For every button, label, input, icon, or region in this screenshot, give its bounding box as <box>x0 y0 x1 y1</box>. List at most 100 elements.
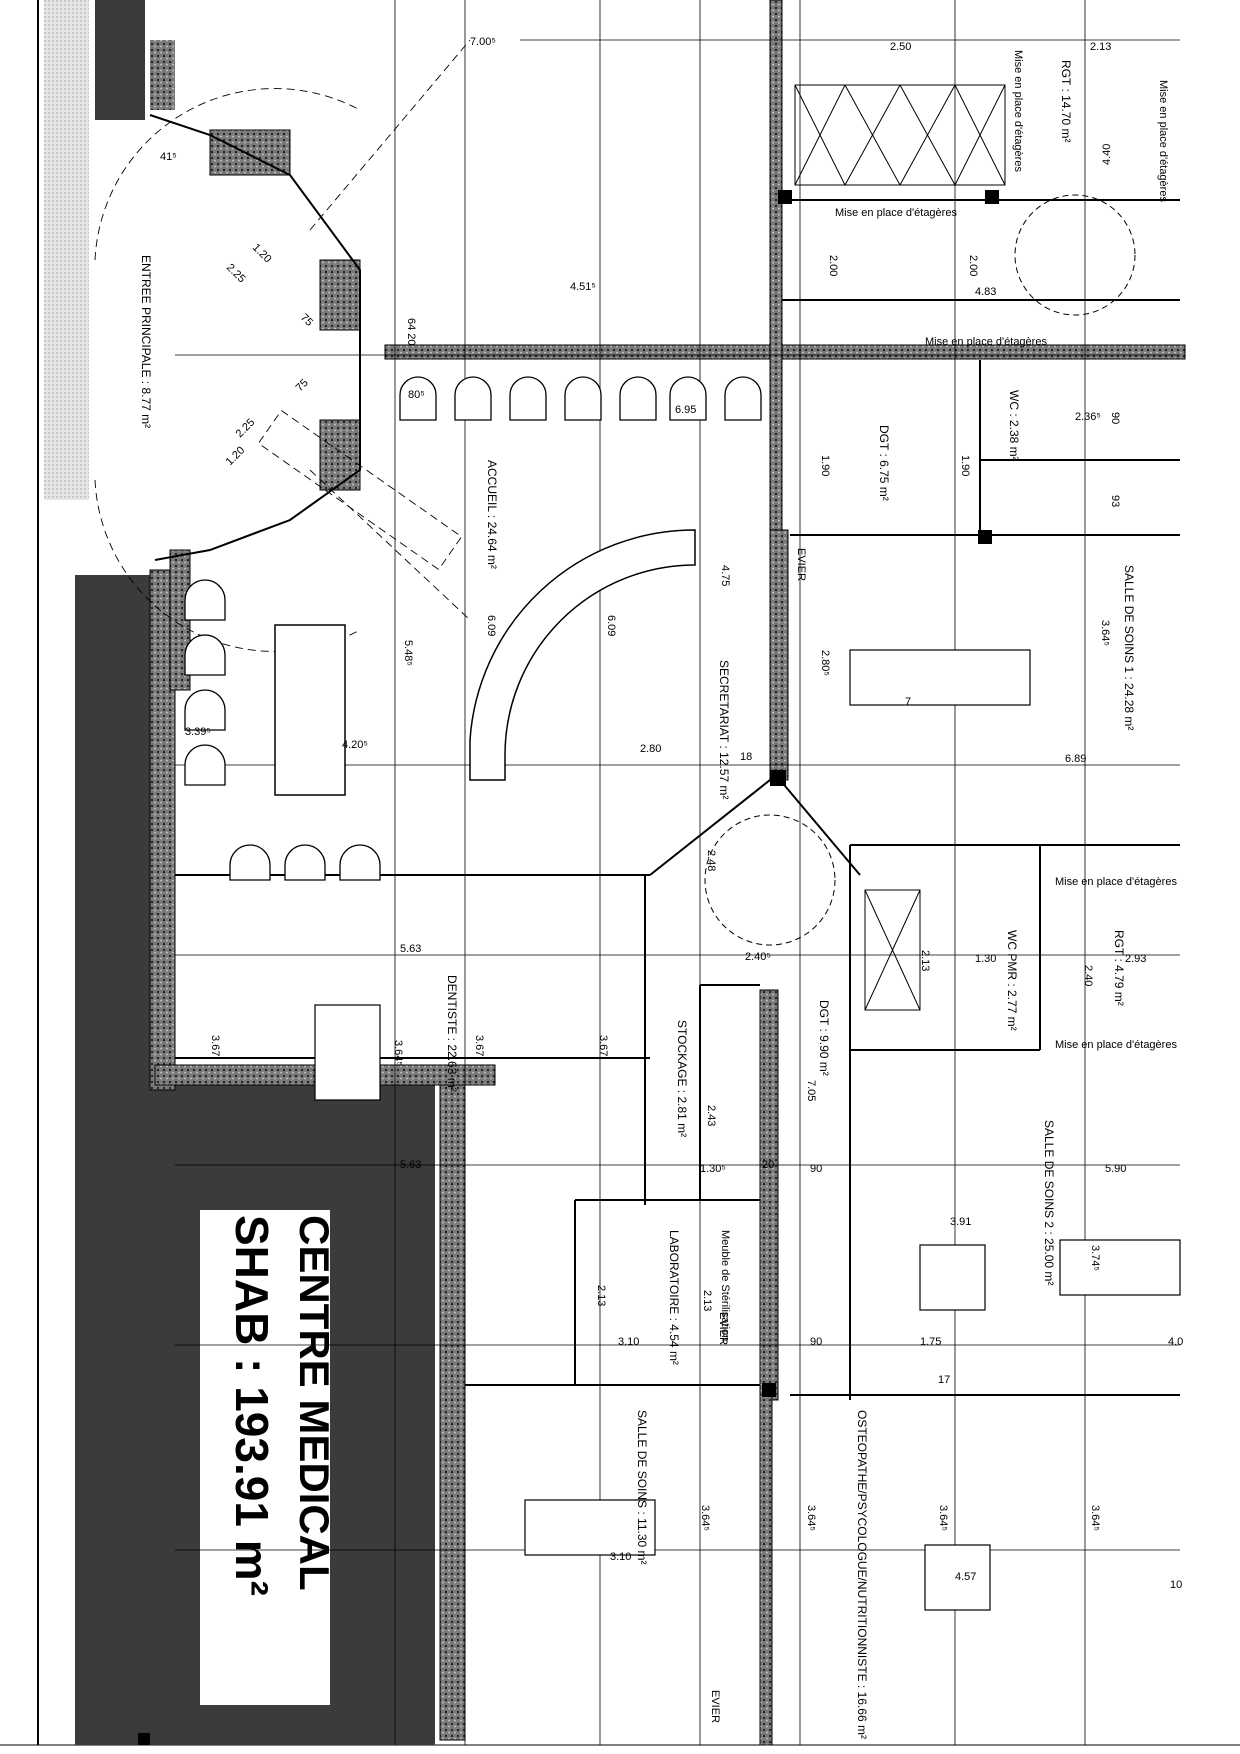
column-4 <box>770 770 786 786</box>
note-etageres-2: Mise en place d'étagères <box>1157 80 1169 202</box>
dim: 4.20⁵ <box>342 739 368 751</box>
dim: 5.90 <box>1105 1163 1126 1175</box>
room-label-dentiste: DENTISTE : 22.63 m² <box>445 975 459 1092</box>
room-label-laboratoire: LABORATOIRE : 4.54 m² <box>667 1230 681 1365</box>
dim: 3.39⁵ <box>185 726 211 738</box>
dim: 2.80 <box>640 743 661 755</box>
dim: 90 <box>1109 412 1121 424</box>
room-label-wc1: WC : 2.38 m² <box>1007 390 1021 461</box>
dim: 3.64⁵ <box>937 1505 949 1531</box>
corridor-chairs <box>399 376 762 421</box>
dim: 90 <box>810 1336 822 1348</box>
notes: Mise en place d'étagères Mise en place d… <box>709 50 1177 1723</box>
dim: 3.64⁵ <box>1099 620 1111 646</box>
dim: 1.30⁵ <box>700 1163 726 1175</box>
dim: 75 <box>294 377 311 394</box>
dim: 10 <box>1170 1579 1182 1591</box>
dim: 2.00 <box>827 255 839 276</box>
dim: 4.40 <box>1101 144 1113 165</box>
dim: 3.10 <box>618 1336 639 1348</box>
reception-counter <box>469 529 696 781</box>
title-block: CENTRE MEDICAL SHAB : 193.91 m² <box>226 1215 338 1596</box>
turning-circles <box>704 194 1136 946</box>
dim: 20 <box>762 1159 774 1171</box>
exam-tables <box>524 649 1181 1556</box>
dim: 4.57 <box>955 1571 976 1583</box>
note-evier-3: EVIER <box>709 1690 721 1723</box>
dim: 3.67 <box>209 1035 221 1056</box>
dim: 6.95 <box>675 404 696 416</box>
entrance-dashed <box>94 39 471 652</box>
dim: 6.09 <box>485 615 497 636</box>
dim: 2.36⁵ <box>1075 411 1101 423</box>
dim: 64 20 <box>405 318 417 346</box>
column-2 <box>985 190 999 204</box>
title-box <box>200 1210 330 1705</box>
dim: 4.75 <box>719 565 731 586</box>
dim: 1.75 <box>920 1336 941 1348</box>
dim: 3.64⁵ <box>805 1505 817 1531</box>
column-6 <box>138 1733 150 1745</box>
dim: 17 <box>938 1374 950 1386</box>
note-meuble: Meuble de Stérilisation <box>719 1230 731 1341</box>
dim: 4.51⁵ <box>570 281 596 293</box>
dim: 3.67 <box>473 1035 485 1056</box>
dim: 2.40 <box>1082 965 1094 986</box>
dim: 5.48⁵ <box>402 640 414 666</box>
dim: 4.0 <box>1168 1336 1183 1348</box>
dim: 7 <box>905 696 911 708</box>
dim: 2.13 <box>1090 41 1111 53</box>
dim: 75 <box>298 312 315 329</box>
facade-hatch-top <box>150 40 175 110</box>
dim: 4.83 <box>975 286 996 298</box>
room-label-dgt2: DGT : 9.90 m² <box>817 1000 831 1076</box>
note-etageres-5: Mise en place d'étagères <box>1055 876 1177 888</box>
dim: 6.89 <box>1065 753 1086 765</box>
room-label-salle-soins-2: SALLE DE SOINS 2 : 25.00 m² <box>1042 1120 1056 1285</box>
dim: 41⁵ <box>160 151 177 163</box>
dim: 1.20 <box>224 444 248 468</box>
room-label-dgt1: DGT : 6.75 m² <box>877 425 891 501</box>
dim: 1.90 <box>819 455 831 476</box>
facade-strip-top <box>95 0 145 120</box>
dim: 93 <box>1109 495 1121 507</box>
dim: 2.50 <box>890 41 911 53</box>
dim: 6.09 <box>605 615 617 636</box>
shelving <box>794 84 1006 1011</box>
room-labels: ACCUEIL : 24.64 m² SECRETARIAT : 12.57 m… <box>139 60 1136 1739</box>
dim: 2.00 <box>967 255 979 276</box>
room-label-rgt1: RGT : 14.70 m² <box>1059 60 1073 142</box>
dim: 2.80⁵ <box>819 650 831 676</box>
note-etageres-4: Mise en place d'étagères <box>925 336 1047 348</box>
note-etageres-1: Mise en place d'étagères <box>1012 50 1024 172</box>
dim: 3.74⁵ <box>1089 1245 1101 1271</box>
note-etageres-6: Mise en place d'étagères <box>1055 1039 1177 1051</box>
dim: 2.13 <box>701 1290 713 1311</box>
entrance-paving <box>44 0 89 500</box>
room-label-entree: ENTREE PRINCIPALE : 8.77 m² <box>139 255 153 428</box>
dim: 90 <box>810 1163 822 1175</box>
room-label-salle-soins-3: SALLE DE SOINS : 11.30 m² <box>635 1410 649 1565</box>
dim: 2.93 <box>1125 953 1146 965</box>
dim: 3.10 <box>610 1551 631 1563</box>
room-label-osteo: OSTEOPATHE/PSYCOLOGUE/NUTRITIONNISTE : 1… <box>855 1410 869 1739</box>
title-line-2: SHAB : 193.91 m² <box>226 1215 278 1596</box>
dim: 5.63 <box>400 1159 421 1171</box>
dim: 2.40⁵ <box>745 951 771 963</box>
room-label-secretariat: SECRETARIAT : 12.57 m² <box>717 660 731 799</box>
room-label-stockage: STOCKAGE : 2.81 m² <box>675 1020 689 1137</box>
note-etageres-3: Mise en place d'étagères <box>835 207 957 219</box>
dim: 3.64⁵ <box>699 1505 711 1531</box>
dim: 5.63 <box>400 943 421 955</box>
dimension-lines <box>175 0 1180 1745</box>
dim: 80⁵ <box>408 389 425 401</box>
dim: 7.05 <box>805 1080 817 1101</box>
dim: 1.30 <box>975 953 996 965</box>
dim: 3.91 <box>950 1216 971 1228</box>
dim: 1.20 <box>250 242 274 266</box>
room-label-wc-pmr: WC PMR : 2.77 m² <box>1005 930 1019 1031</box>
dim: 2.13 <box>919 950 931 971</box>
dim: 2.13 <box>595 1285 607 1306</box>
room-label-rgt2: RGT : 4.79 m² <box>1112 930 1126 1006</box>
